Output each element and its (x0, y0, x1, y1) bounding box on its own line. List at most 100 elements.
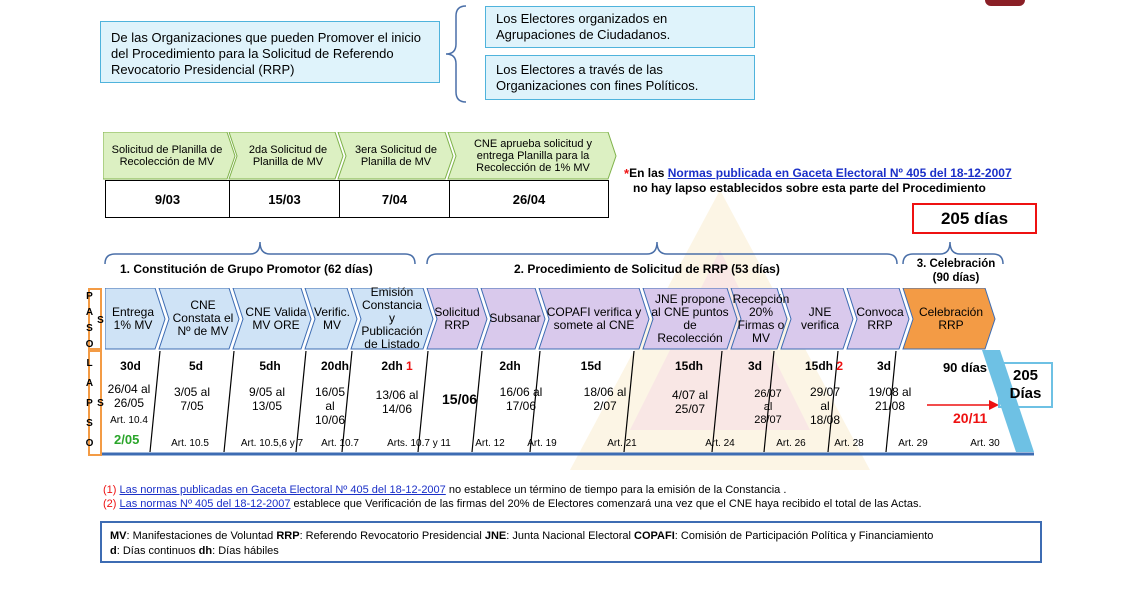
celebracion-date: 20/11 (953, 410, 988, 426)
final-205-dias: 205 Días (998, 362, 1053, 408)
footnote-1-text: no establece un término de tiempo para l… (445, 484, 787, 496)
legend-dh-key: dh (198, 545, 213, 557)
lapso-12-dates: 19/08 al 21/08 (868, 385, 912, 413)
lapso-11-dates: 29/07 al 18/08 (809, 385, 841, 427)
planilla-label-2: 2da Solicitud de Planilla de MV (248, 143, 328, 168)
planilla-date-1: 9/03 (106, 181, 230, 217)
step-8-label: COPAFI verifica y somete al CNE (546, 304, 642, 332)
lapso-7-dates: 16/06 al 17/06 (499, 385, 543, 413)
asterisk-prefix: En las (629, 166, 668, 180)
art-13: Art. 30 (970, 438, 1000, 449)
organizaciones-text: De las Organizaciones que pueden Promove… (111, 30, 422, 77)
art-5: Arts. 10.7 y 11 (387, 438, 451, 449)
lapso-4-dates: 16/05 al 10/06 (314, 385, 346, 427)
phase-1-title: 1. Constitución de Grupo Promotor (62 dí… (120, 262, 373, 276)
legend-mv-key: MV (110, 530, 127, 542)
step-shape-11 (780, 288, 854, 350)
lapso-3-dates: 9/05 al 13/05 (248, 385, 286, 413)
art-2: Art. 10.5 (171, 438, 209, 449)
step-shape-13 (902, 288, 996, 350)
step-10-label: Recepción 20% Firmas o MV (732, 291, 790, 345)
step-shape-2 (158, 288, 240, 350)
step-shape-6 (426, 288, 488, 350)
lapso-8-dates: 18/06 al 2/07 (583, 385, 627, 413)
option-agrupaciones-text: Los Electores organizados en Agrupacione… (496, 11, 671, 42)
legend-d-key: d (110, 545, 117, 557)
planilla-date-2: 15/03 (230, 181, 340, 217)
lapso-5: 2dh 1 (372, 359, 422, 373)
lapso-12: 3d (876, 359, 891, 373)
planilla-label-4: CNE aprueba solicitud y entrega Planilla… (473, 137, 592, 174)
total-days-box: 205 días (912, 203, 1037, 234)
red-arrow-icon (927, 400, 999, 410)
step-6-label: Solicitud RRP (434, 304, 480, 332)
footnote-1-number: (1) (103, 484, 117, 496)
asterisk-line2: no hay lapso establecidos sobre esta par… (633, 181, 986, 195)
step-shape-12 (846, 288, 910, 350)
corner-logo-fragment (985, 0, 1025, 6)
art-10: Art. 26 (776, 438, 806, 449)
phase-braces (104, 241, 1004, 265)
phase-3-title: 3. Celebración (90 días) (916, 258, 996, 284)
footnote-1-link[interactable]: Las normas publicadas en Gaceta Electora… (119, 484, 446, 496)
step-shape-1 (105, 288, 166, 350)
lapso-5-value: 2dh (381, 359, 403, 373)
legend-dh-def: : Días hábiles (212, 545, 279, 557)
step-2-label: CNE Constata el Nº de MV (172, 298, 234, 338)
steps-chevrons (105, 288, 996, 350)
planilla-date-4: 26/04 (512, 191, 546, 207)
lapso-4: 20dh (320, 359, 349, 373)
art-8: Art. 21 (607, 438, 637, 449)
pasos-text: P A S O S (84, 291, 106, 347)
art-3: Art. 10.5,6 y 7 (240, 438, 304, 449)
step-7-label: Subsanar (489, 311, 541, 325)
option-agrupaciones: Los Electores organizados en Agrupacione… (485, 6, 755, 48)
asterisk: * (624, 166, 630, 181)
step-1-label: Entrega 1% MV (111, 304, 155, 332)
step-shape-10 (730, 288, 788, 350)
footnote-2-number: (2) (103, 498, 117, 510)
legend-line-2: d: Días continuos dh: Días hábiles (110, 544, 1032, 559)
pasos-label: P A S O S (84, 288, 106, 350)
legend-copafi-key: COPAFI (634, 530, 675, 542)
planilla-arrow-2 (228, 132, 344, 180)
lapso-10: 3d (747, 359, 762, 373)
step-shape-4 (304, 288, 358, 350)
lapsos-label: L A P S O S (84, 350, 106, 456)
lapsos-text: L A P S O S (84, 358, 106, 448)
legend-jne-def: : Junta Nacional Electoral (506, 530, 635, 542)
legend-copafi-def: : Comisión de Participación Política y F… (674, 530, 934, 542)
art-11: Art. 28 (834, 438, 864, 449)
step-13-label: Celebración RRP (918, 304, 984, 332)
planilla-arrow-3 (337, 132, 454, 180)
footnote-2-link[interactable]: Las normas Nº 405 del 18-12-2007 (119, 498, 291, 510)
lapso-5-note: 1 (406, 359, 413, 373)
art-4: Art. 10.7 (321, 438, 359, 449)
art-9: Art. 24 (705, 438, 735, 449)
legend-rrp-key: RRP (276, 530, 300, 542)
footnote-1: (1) Las normas publicadas en Gaceta Elec… (103, 484, 1023, 496)
lapso-7: 2dh (499, 359, 521, 373)
lapso-8: 15d (580, 359, 602, 373)
planilla-arrows (103, 132, 617, 180)
art-7: Art. 19 (527, 438, 557, 449)
lapso-1: 30d (120, 359, 141, 373)
lapso-13: 90 días (942, 360, 988, 375)
step-9-label: JNE propone al CNE puntos de Recolección (651, 291, 729, 345)
footnote-2: (2) Las normas Nº 405 del 18-12-2007 est… (103, 498, 1028, 510)
lapso-1-dates: 26/04 al 26/05 (107, 382, 151, 410)
planilla-dates-row: 9/03 15/03 7/04 26/04 (105, 180, 609, 218)
footnote-2-text: establece que Verificación de las firmas… (290, 498, 922, 510)
brace (445, 5, 467, 103)
entrega-extra-date: 2/05 (114, 432, 140, 447)
phase-2-title: 2. Procedimiento de Solicitud de RRP (53… (514, 262, 780, 276)
organizaciones-box: De las Organizaciones que pueden Promove… (100, 21, 440, 83)
step-shape-5 (350, 288, 434, 350)
step-12-label: Convoca RRP (856, 304, 904, 332)
gaceta-link[interactable]: Normas publicada en Gaceta Electoral Nº … (667, 166, 1012, 180)
legend-line-1: MV: Manifestaciones de Voluntad RRP: Ref… (110, 529, 1032, 544)
lapsos-frame (102, 350, 1034, 456)
planilla-arrow-4 (447, 132, 617, 180)
step-shape-3 (232, 288, 312, 350)
lapso-3: 5dh (259, 359, 281, 373)
